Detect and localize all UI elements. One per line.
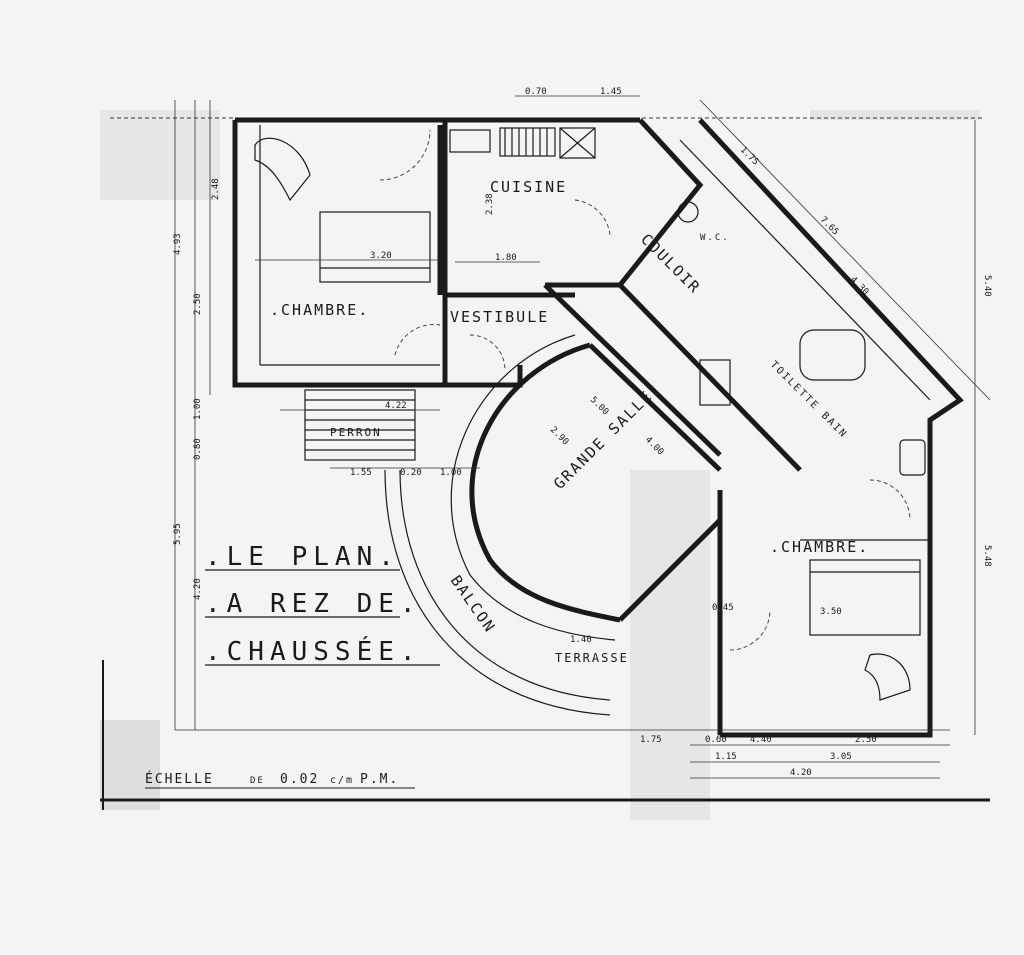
dim-b-1-15: 1.15 — [715, 752, 737, 762]
scan-smudges — [100, 110, 980, 820]
dimension-labels: 0.70 1.45 1.75 7.65 4.30 5.40 2.48 4.93 … — [173, 87, 992, 778]
dim-b-2-50: 2.50 — [855, 735, 877, 745]
dim-b-3-05: 3.05 — [830, 752, 852, 762]
dim-4-22: 4.22 — [385, 401, 407, 411]
dim-4-20-left: 4.20 — [193, 578, 203, 600]
dim-5-48: 5.48 — [982, 545, 992, 567]
walls — [232, 117, 964, 738]
stairs — [254, 127, 911, 701]
label-toilette-bain: TOILETTE BAIN — [768, 359, 850, 441]
label-couloir: COULOIR — [637, 230, 704, 297]
dim-5-95: 5.95 — [173, 523, 183, 545]
dim-1-00b: 1.00 — [440, 468, 462, 478]
label-wc: W.C. — [700, 233, 730, 243]
dim-0-80: 0.80 — [193, 438, 203, 460]
dim-1-40: 1.40 — [570, 635, 592, 645]
scale-unit: c/m — [330, 775, 354, 786]
dim-b-1-75: 1.75 — [640, 735, 662, 745]
scale-de: DE — [250, 776, 265, 786]
furniture — [319, 127, 926, 636]
label-cuisine: CUISINE — [490, 178, 567, 196]
dim-4-93: 4.93 — [173, 233, 183, 255]
dim-0-20: 0.20 — [400, 468, 422, 478]
dim-5-00: 5.00 — [588, 395, 610, 417]
dim-2-50-left: 2.50 — [193, 293, 203, 315]
label-chambre-right: .CHAMBRE. — [770, 538, 869, 556]
dim-4-00: 4.00 — [643, 435, 665, 457]
label-chambre-left: .CHAMBRE. — [270, 301, 369, 319]
dim-2-48: 2.48 — [211, 178, 221, 200]
dim-1-00: 1.00 — [193, 398, 203, 420]
dim-b-4-40: 4.40 — [750, 735, 772, 745]
dim-0-45: 0.45 — [712, 603, 734, 613]
dim-2-38: 2.38 — [485, 193, 495, 215]
dim-1-55: 1.55 — [350, 468, 372, 478]
dim-3-50: 3.50 — [820, 607, 842, 617]
title-line-1: .LE PLAN. — [205, 542, 400, 572]
dim-5-40: 5.40 — [982, 275, 992, 297]
label-balcon: BALCON — [447, 572, 500, 637]
grande-salle-shape — [384, 334, 722, 716]
dim-3-20: 3.20 — [370, 251, 392, 261]
dimension-lines — [174, 95, 991, 779]
dim-1-80: 1.80 — [495, 253, 517, 263]
title-line-3: .CHAUSSÉE. — [205, 635, 422, 667]
dim-b-4-20: 4.20 — [790, 768, 812, 778]
scale-note: ÉCHELLE DE 0.02 c/m P.M. — [145, 771, 415, 789]
title-line-2: .A REZ DE. — [205, 589, 422, 619]
scale-pm: P.M. — [360, 772, 399, 787]
label-terrasse: TERRASSE — [555, 651, 629, 665]
scale-label: ÉCHELLE — [145, 771, 214, 787]
label-vestibule: VESTIBULE — [450, 308, 549, 326]
label-perron: PERRON — [330, 426, 382, 439]
scale-value: 0.02 — [280, 772, 319, 787]
dim-1-45: 1.45 — [600, 87, 622, 97]
dim-2-90: 2.90 — [548, 425, 570, 447]
dim-0-70: 0.70 — [525, 87, 547, 97]
door-swings — [379, 129, 911, 651]
dim-b-0-60: 0.60 — [705, 735, 727, 745]
